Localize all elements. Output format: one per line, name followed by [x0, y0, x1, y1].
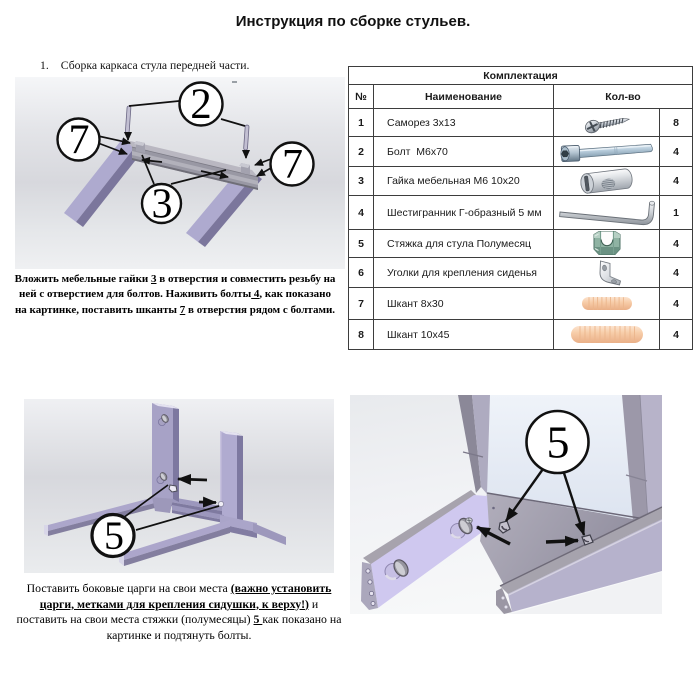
svg-text:3: 3 — [152, 182, 173, 228]
svg-text:5: 5 — [547, 417, 570, 468]
svg-text:7: 7 — [282, 142, 303, 188]
svg-text:2: 2 — [190, 81, 212, 128]
svg-text:7: 7 — [69, 118, 90, 164]
svg-text:5: 5 — [104, 513, 124, 558]
